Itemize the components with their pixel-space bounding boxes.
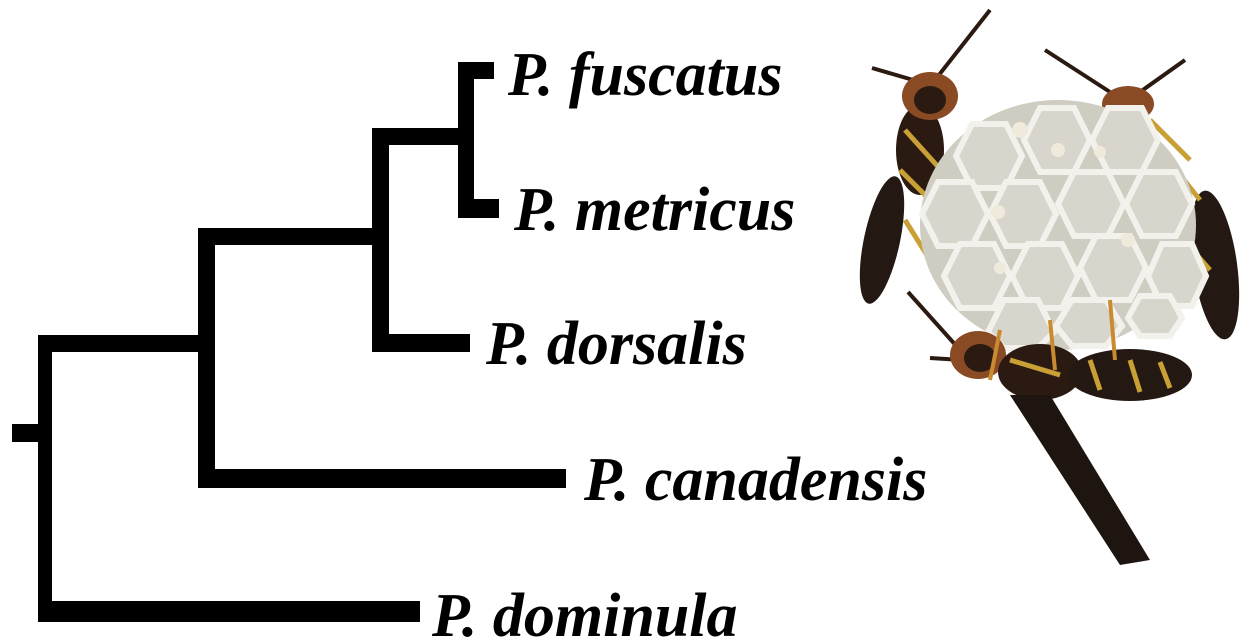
branch-node-2 bbox=[38, 335, 213, 352]
node-2-stem bbox=[198, 228, 215, 488]
branch-dominula bbox=[38, 601, 420, 622]
taxon-label-metricus: P. metricus bbox=[513, 176, 795, 244]
root-branch bbox=[12, 424, 42, 442]
taxon-labels: P. fuscatus P. metricus P. dorsalis P. c… bbox=[431, 41, 927, 642]
branch-fuscatus bbox=[458, 62, 494, 79]
node-4-stem bbox=[458, 62, 474, 218]
phylogenetic-tree bbox=[12, 62, 566, 622]
branch-dorsalis bbox=[372, 334, 470, 352]
taxon-label-dorsalis: P. dorsalis bbox=[485, 310, 747, 378]
taxon-label-fuscatus: P. fuscatus bbox=[507, 41, 783, 109]
paper-nest-comb bbox=[920, 100, 1206, 350]
node-3-stem bbox=[372, 128, 389, 352]
node-1-stem bbox=[38, 335, 52, 622]
taxon-label-dominula: P. dominula bbox=[431, 582, 738, 642]
branch-metricus bbox=[458, 199, 499, 218]
branch-canadensis bbox=[198, 469, 566, 488]
taxon-label-canadensis: P. canadensis bbox=[583, 446, 927, 514]
branch-node-3 bbox=[198, 228, 388, 245]
